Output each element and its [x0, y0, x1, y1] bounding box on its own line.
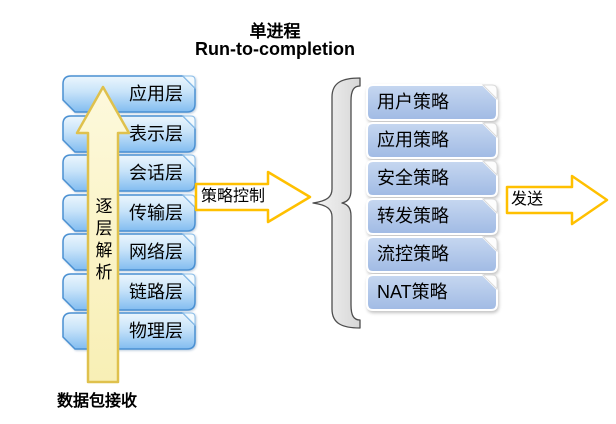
fold-corner-icon	[181, 273, 196, 288]
diagram-title-cn: 单进程	[249, 22, 301, 41]
fold-corner-icon	[481, 84, 498, 101]
fold-corner-icon	[181, 75, 196, 90]
layer-label-presentation: 表示层	[129, 124, 183, 144]
fold-corner-icon	[181, 115, 196, 130]
layer-label-physical: 物理层	[129, 321, 183, 341]
parse-arrow-label: 逐层解析	[95, 197, 113, 282]
policy-box-security	[366, 160, 498, 197]
layer-label-network: 网络层	[129, 242, 183, 262]
policy-box-forward	[366, 198, 498, 235]
layer-label-session: 会话层	[129, 163, 183, 183]
policy-label-forward: 转发策略	[377, 206, 449, 226]
up-arrow-icon	[75, 85, 131, 384]
send-arrow-icon	[505, 174, 609, 226]
policy-label-flowcontrol: 流控策略	[377, 244, 449, 264]
layer-label-application: 应用层	[129, 84, 183, 104]
policy-label-nat: NAT策略	[377, 282, 448, 302]
policy-label-security: 安全策略	[377, 168, 449, 188]
fold-corner-icon	[481, 236, 498, 253]
layer-label-transport: 传输层	[129, 203, 183, 223]
policy-label-app: 应用策略	[377, 130, 449, 150]
layer-label-link: 链路层	[129, 282, 183, 302]
policy-control-arrow-icon	[194, 170, 312, 224]
policy-control-label: 策略控制	[201, 188, 266, 205]
policy-box-user	[366, 84, 498, 121]
fold-corner-icon	[181, 154, 196, 169]
fold-corner-icon	[481, 160, 498, 177]
fold-corner-icon	[181, 233, 196, 248]
policy-box-nat	[366, 274, 498, 311]
diagram-title-en: Run-to-completion	[195, 39, 355, 59]
fold-corner-icon	[481, 198, 498, 215]
fold-corner-icon	[481, 122, 498, 139]
policy-box-flowcontrol	[366, 236, 498, 273]
brace-icon	[312, 77, 361, 329]
policy-label-user: 用户策略	[377, 92, 449, 112]
policy-box-app	[366, 122, 498, 159]
fold-corner-icon	[181, 312, 196, 327]
fold-corner-icon	[481, 274, 498, 291]
send-label: 发送	[511, 191, 544, 208]
packet-receive-label: 数据包接收	[57, 393, 138, 410]
